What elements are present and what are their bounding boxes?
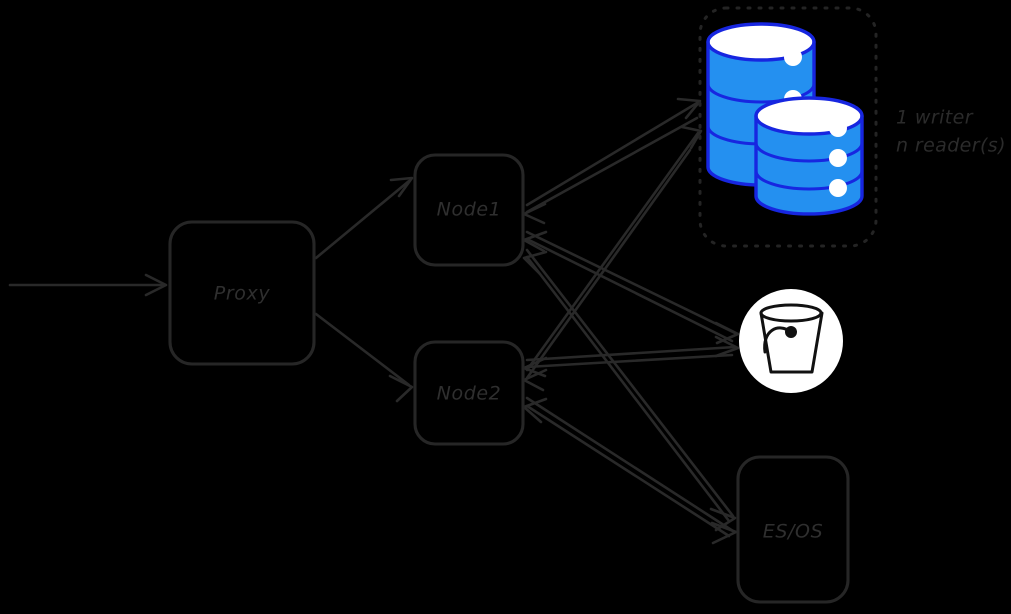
database-status-dot bbox=[829, 179, 847, 197]
esos-box[interactable]: ES/OS bbox=[736, 455, 850, 604]
node1-box[interactable]: Node1 bbox=[413, 153, 525, 267]
node2-label: Node2 bbox=[437, 383, 502, 405]
edge-node1-esos bbox=[522, 248, 737, 532]
node1-label: Node1 bbox=[437, 199, 502, 221]
database-annotation-line2: n reader(s) bbox=[896, 135, 1006, 157]
database-status-dot bbox=[784, 48, 802, 66]
database-annotation-line1: 1 writer bbox=[896, 107, 974, 129]
edge-proxy-to-node2 bbox=[314, 312, 414, 403]
database-cylinder-front bbox=[754, 96, 864, 216]
edge-proxy-to-node1 bbox=[314, 176, 414, 260]
bucket-icon[interactable] bbox=[739, 289, 843, 393]
bucket-handle-knob bbox=[785, 326, 797, 338]
proxy-label: Proxy bbox=[214, 283, 271, 305]
edge-ingress-to-proxy bbox=[8, 273, 168, 297]
proxy-box[interactable]: Proxy bbox=[168, 220, 316, 366]
node2-box[interactable]: Node2 bbox=[413, 340, 525, 446]
esos-label: ES/OS bbox=[763, 521, 823, 543]
database-status-dot bbox=[829, 119, 847, 137]
database-group[interactable]: 1 writer n reader(s) bbox=[698, 6, 1006, 248]
database-status-dot bbox=[829, 149, 847, 167]
edge-node1-database bbox=[522, 97, 702, 225]
